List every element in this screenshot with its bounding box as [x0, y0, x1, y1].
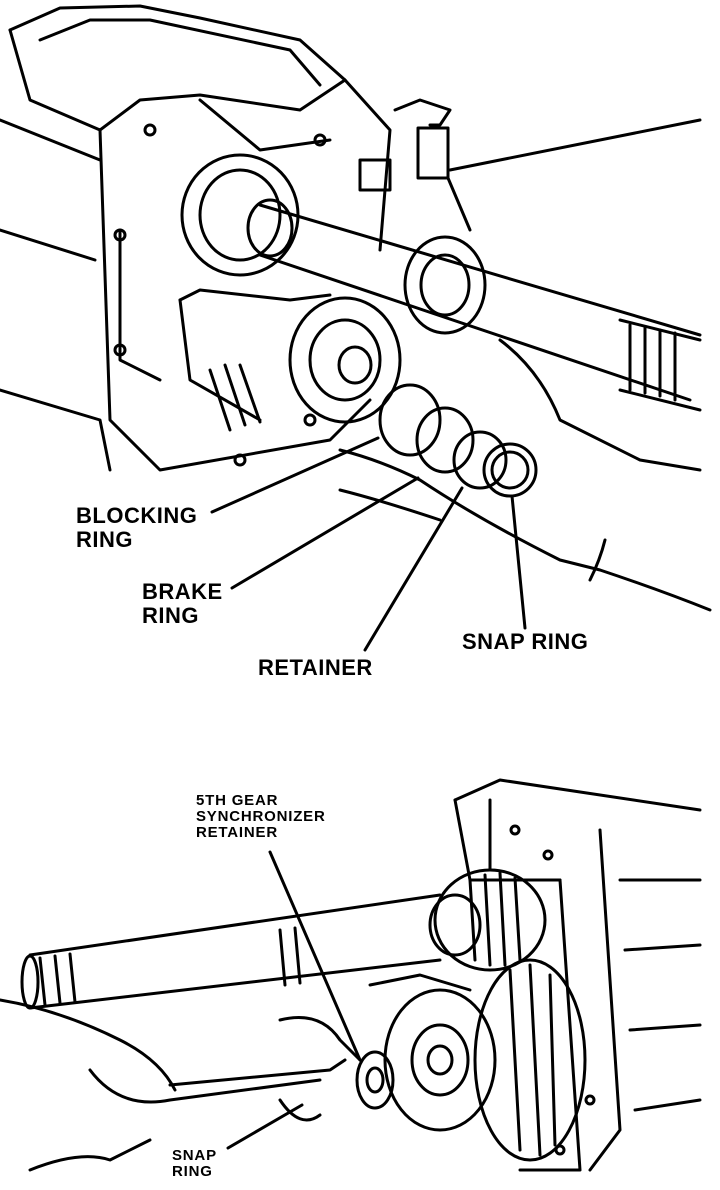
top-hand	[338, 338, 712, 612]
top-synchronizer-hub	[178, 288, 402, 432]
label-retainer: RETAINER	[258, 655, 373, 680]
leader-synchronizer-retainer	[268, 850, 362, 1062]
leader-snap-ring-bottom	[226, 1103, 304, 1150]
snap-ring-shape	[482, 442, 538, 498]
bottom-transmission-case	[453, 778, 702, 1172]
label-snap-ring: SNAP RING	[462, 629, 589, 654]
leader-retainer	[363, 486, 464, 652]
label-brake-ring: BRAKE RING	[142, 579, 223, 628]
top-shift-knob	[393, 98, 472, 232]
bottom-fifth-gear	[428, 868, 547, 972]
bottom-synchronizer-retainer	[355, 1050, 395, 1110]
top-transmission-case	[0, 4, 392, 472]
bottom-hands	[0, 998, 362, 1172]
label-snap-ring-bottom: SNAP RING	[172, 1147, 217, 1181]
blocking-ring-shape	[378, 383, 442, 457]
label-5th-gear-synchronizer-retainer: 5TH GEAR SYNCHRONIZER RETAINER	[196, 792, 326, 842]
top-rings	[378, 383, 538, 498]
leader-blocking-ring	[210, 436, 380, 514]
top-input-gear	[180, 153, 300, 277]
bottom-main-shaft	[20, 893, 442, 1010]
leader-brake-ring	[230, 476, 420, 590]
top-main-shaft	[258, 203, 702, 412]
brake-ring-shape	[415, 406, 475, 474]
top-knob-leader-line	[448, 118, 702, 172]
bottom-figure	[0, 778, 702, 1172]
retainer-shape	[452, 430, 508, 490]
leader-snap-ring	[510, 494, 527, 630]
bottom-gear-cluster	[368, 958, 587, 1162]
top-figure	[0, 4, 712, 652]
label-blocking-ring: BLOCKING RING	[76, 503, 198, 552]
